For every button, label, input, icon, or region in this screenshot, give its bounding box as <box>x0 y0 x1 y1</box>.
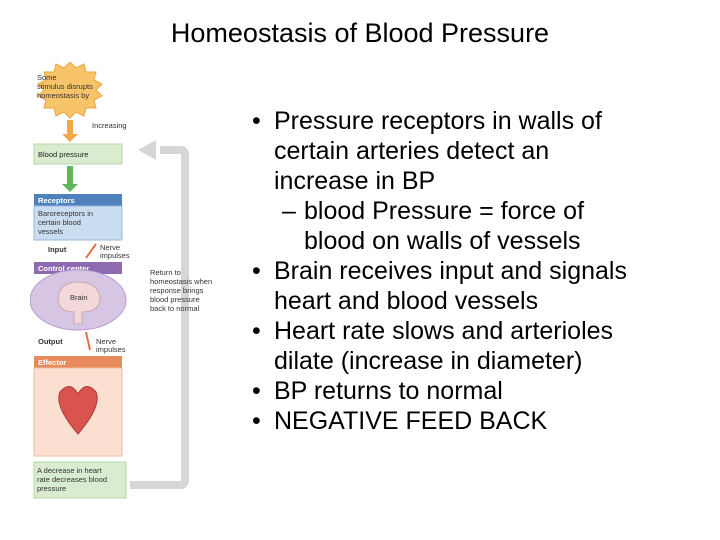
bullet-1-line-2: certain arteries detect an <box>274 137 550 165</box>
bullet-1-line-3: increase in BP <box>274 167 436 195</box>
receptors-box <box>33 205 123 241</box>
stimulus-starburst <box>37 62 103 119</box>
increasing-arrowhead <box>62 134 78 142</box>
bullet-list: • Pressure receptors in walls of certain… <box>252 106 707 436</box>
bullet-2-line-2: heart and blood vessels <box>274 287 539 315</box>
baroreceptors-text-3: vessels <box>38 227 63 236</box>
bullet-dot: • <box>252 317 261 345</box>
nerve-out-text-1: Nerve <box>96 337 116 346</box>
bullet-4-line-1: BP returns to normal <box>274 377 503 405</box>
effector-label: Effector <box>38 358 66 367</box>
return-loop-arrow <box>130 146 189 489</box>
stimulus-text-3: homeostasis by <box>37 91 89 100</box>
return-text-5: back to normal <box>150 304 200 313</box>
increasing-label: Increasing <box>92 121 127 130</box>
return-text-2: homeostasis when <box>150 277 212 286</box>
output-label: Output <box>38 337 63 346</box>
bullet-dot: • <box>252 107 261 135</box>
homeostasis-diagram: Some stimulus disrupts homeostasis by In… <box>30 62 212 499</box>
bullet-3-line-2: dilate (increase in diameter) <box>274 347 583 375</box>
bullet-dot: • <box>252 257 261 285</box>
bullet-2: • Brain receives input and signals heart… <box>252 256 707 316</box>
output-nerve <box>85 331 91 351</box>
decrease-text-3: pressure <box>37 484 66 493</box>
receptors-header <box>34 194 122 206</box>
sub-bullet-1: – blood Pressure = force of blood on wal… <box>252 196 707 256</box>
return-text-1: Return to <box>150 268 181 277</box>
heart-icon <box>58 386 98 435</box>
nerve-in-text-2: impulses <box>100 251 130 260</box>
bullet-dot: • <box>252 377 261 405</box>
increasing-arrow-shaft <box>67 120 73 136</box>
bullet-2-line-1: Brain receives input and signals <box>274 257 627 285</box>
slide-title: Homeostasis of Blood Pressure <box>170 18 550 48</box>
green-arrowhead <box>62 184 78 192</box>
blood-pressure-label: Blood pressure <box>38 150 88 159</box>
effector-header <box>34 356 122 368</box>
bullet-1: • Pressure receptors in walls of certain… <box>252 106 707 196</box>
stimulus-text-2: stimulus disrupts <box>37 82 93 91</box>
sub-bullet-1-line-2: blood on walls of vessels <box>304 227 581 255</box>
return-arrowhead <box>138 140 156 160</box>
bullet-4: • BP returns to normal <box>252 376 707 406</box>
input-label: Input <box>48 245 67 254</box>
decrease-box <box>33 461 127 499</box>
blood-pressure-box <box>33 143 123 165</box>
stimulus-text-1: Some <box>37 73 57 82</box>
baroreceptors-text-2: certain blood <box>38 218 81 227</box>
bullet-dot: • <box>252 407 261 435</box>
nerve-in-text-1: Nerve <box>100 243 120 252</box>
input-nerve <box>85 243 97 259</box>
brain-label: Brain <box>70 293 88 302</box>
control-center-header <box>34 262 122 274</box>
nerve-out-text-2: impulses <box>96 345 126 354</box>
bullet-5-line-1: NEGATIVE FEED BACK <box>274 407 548 435</box>
green-arrow-shaft <box>67 166 73 186</box>
brain-icon <box>57 281 101 325</box>
bullet-1-line-1: Pressure receptors in walls of <box>274 107 602 135</box>
sub-bullet-1-line-1: blood Pressure = force of <box>304 197 585 225</box>
return-text-3: response brings <box>150 286 204 295</box>
control-center-label: Control center <box>38 264 89 273</box>
bullet-3-line-1: Heart rate slows and arterioles <box>274 317 614 345</box>
sub-bullet-dash: – <box>282 197 296 225</box>
bullet-3: • Heart rate slows and arterioles dilate… <box>252 316 707 376</box>
receptors-label: Receptors <box>38 196 75 205</box>
return-text-4: blood pressure <box>150 295 200 304</box>
decrease-text-1: A decrease in heart <box>37 466 103 475</box>
baroreceptors-text-1: Baroreceptors in <box>38 209 93 218</box>
decrease-text-2: rate decreases blood <box>37 475 107 484</box>
effector-box <box>33 367 123 457</box>
bullet-5: • NEGATIVE FEED BACK <box>252 406 707 436</box>
